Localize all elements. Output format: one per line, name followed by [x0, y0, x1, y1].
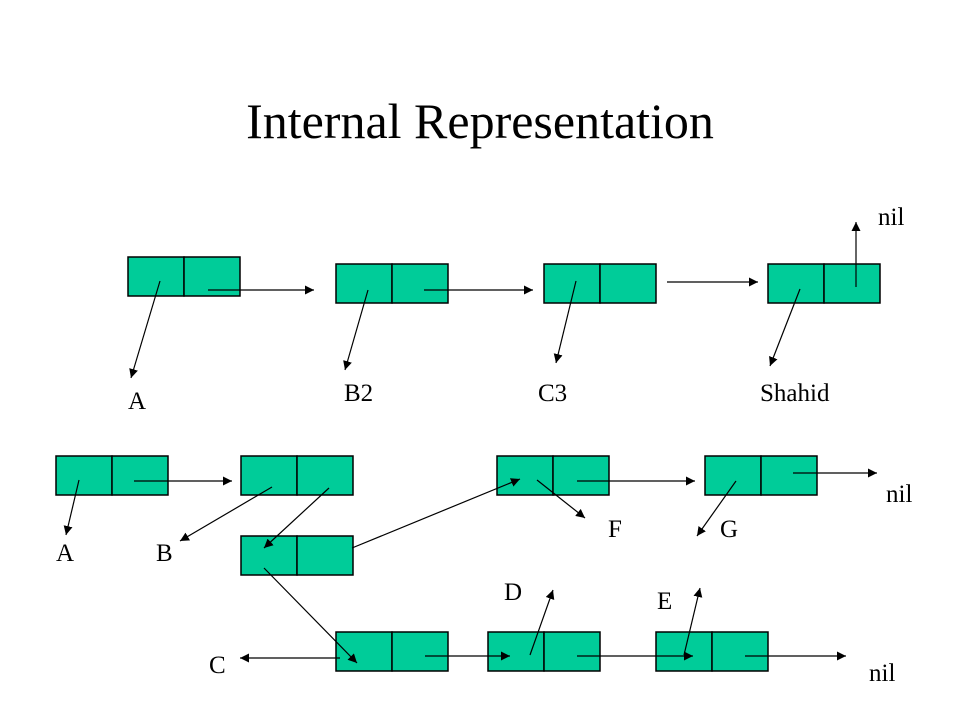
- cdr-cell: [296, 535, 354, 576]
- atom-label-b: B: [156, 540, 173, 567]
- atom-label-e: E: [657, 588, 672, 615]
- cdr-cell: [543, 631, 601, 672]
- atom-label-d: D: [504, 579, 522, 606]
- atom-label-shahid: Shahid: [760, 380, 830, 407]
- cons-cell: [704, 455, 818, 496]
- cdr-pointer-arrow: [351, 478, 521, 549]
- cdr-cell: [391, 631, 449, 672]
- atom-label-a: A: [56, 540, 74, 567]
- atom-label-c3: C3: [538, 380, 567, 407]
- cdr-pointer-arrow: [263, 487, 330, 549]
- car-cell: [704, 455, 762, 496]
- nil-label: nil: [869, 660, 895, 687]
- car-pointer-arrow: [553, 280, 577, 364]
- cdr-cell: [711, 631, 769, 672]
- atom-label-a: A: [128, 388, 146, 415]
- cdr-cell: [296, 455, 354, 496]
- car-pointer-arrow: [263, 567, 358, 664]
- cdr-cell: [599, 263, 657, 304]
- cons-cell: [487, 631, 601, 672]
- cons-cell: [335, 631, 449, 672]
- cdr-cell: [760, 455, 818, 496]
- car-pointer-arrow: [683, 587, 703, 656]
- car-pointer-arrow: [696, 480, 737, 537]
- car-cell: [335, 263, 393, 304]
- car-pointer-arrow: [343, 289, 369, 371]
- car-pointer-arrow: [63, 479, 80, 536]
- car-cell: [767, 263, 825, 304]
- cdr-cell: [391, 263, 449, 304]
- atom-label-f: F: [608, 516, 622, 543]
- cons-cell: [55, 455, 169, 496]
- cons-cell: [240, 535, 354, 576]
- diagram-1: nil A B2 C3 Shahid: [127, 204, 904, 415]
- cons-cell: [496, 455, 610, 496]
- car-pointer-arrow: [529, 589, 555, 656]
- car-pointer-arrow: [769, 288, 801, 367]
- nil-label: nil: [878, 204, 904, 231]
- car-cell: [55, 455, 113, 496]
- cons-cell: [240, 455, 354, 496]
- car-cell: [240, 535, 298, 576]
- car-cell: [487, 631, 545, 672]
- cdr-cell: [552, 455, 610, 496]
- diagram-2: A B C D E F G nil nil: [55, 455, 912, 687]
- car-cell: [655, 631, 713, 672]
- cdr-cell: [111, 455, 169, 496]
- nil-label: nil: [886, 481, 912, 508]
- atom-label-g: G: [720, 516, 738, 543]
- slide-title: Internal Representation: [246, 93, 714, 149]
- atom-label-b2: B2: [344, 380, 373, 407]
- cons-cell: [335, 263, 449, 304]
- car-pointer-arrow: [179, 486, 273, 542]
- car-pointer-arrow: [536, 479, 586, 519]
- cons-cell: [543, 263, 657, 304]
- car-cell: [496, 455, 554, 496]
- car-pointer-arrow: [129, 280, 161, 379]
- cons-cell: [767, 263, 881, 304]
- cons-cell: [655, 631, 769, 672]
- car-cell: [127, 256, 185, 297]
- car-cell: [335, 631, 393, 672]
- atom-label-c: C: [209, 652, 226, 679]
- cdr-cell: [823, 263, 881, 304]
